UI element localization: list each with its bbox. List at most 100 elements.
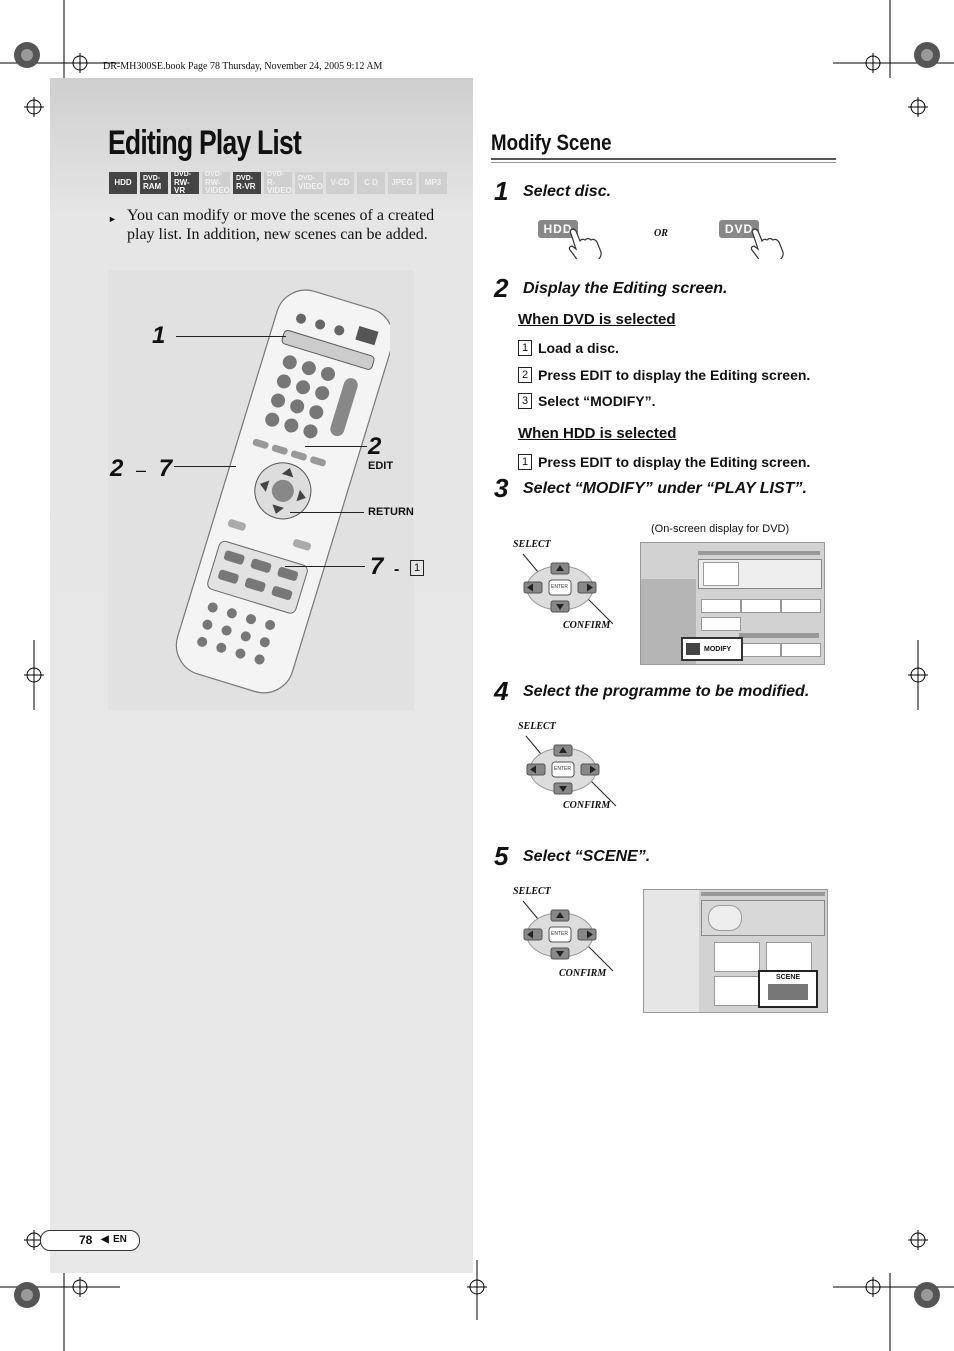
page-number-pill: 78 ◀ EN bbox=[40, 1230, 140, 1251]
badge-label: RAM bbox=[143, 182, 162, 191]
substep-number: 1 bbox=[518, 340, 532, 356]
menu-icon bbox=[701, 617, 741, 631]
badge-label: RW-VR bbox=[174, 178, 190, 195]
bullet-icon: ► bbox=[108, 214, 117, 224]
scene-label: SCENE bbox=[775, 974, 801, 981]
disc-badge: DVD-RW-VR bbox=[171, 171, 199, 195]
osd-note: (On-screen display for DVD) bbox=[651, 523, 790, 535]
step-2-text: Display the Editing screen. bbox=[523, 280, 728, 297]
remote-control-illustration bbox=[175, 289, 390, 694]
navigation-pad-icon bbox=[525, 735, 617, 807]
hand-press-icon bbox=[750, 228, 784, 259]
navigation-pad-icon bbox=[522, 900, 614, 972]
badge-prefix: DVD- bbox=[236, 175, 254, 182]
substep-text: Press EDIT to display the Editing screen… bbox=[538, 454, 811, 470]
thumbnail-icon bbox=[703, 562, 739, 586]
navigation-pad-icon bbox=[522, 553, 614, 625]
disc-badge: MP3 bbox=[419, 172, 447, 194]
badge-label: HDD bbox=[114, 178, 132, 187]
step-3-text: Select “MODIFY” under “PLAY LIST”. bbox=[523, 480, 807, 497]
osd-screen-scene: SCENE bbox=[643, 889, 828, 1013]
page-number: 78 bbox=[79, 1233, 93, 1247]
step-4-number: 4 bbox=[494, 676, 509, 706]
select-label: SELECT bbox=[513, 886, 551, 897]
badge-label: RW-VIDEO bbox=[205, 178, 230, 195]
callout-2-7-dash: – bbox=[136, 460, 147, 480]
dvd-substep-2: 2 Press EDIT to display the Editing scre… bbox=[518, 367, 810, 383]
confirm-label: CONFIRM bbox=[559, 968, 607, 979]
enter-label: ENTER bbox=[551, 584, 568, 590]
osd-bar bbox=[698, 551, 820, 555]
badge-prefix: DVD- bbox=[143, 175, 161, 182]
section-rule-thin bbox=[491, 162, 836, 163]
callout-2-7-end: 7 bbox=[158, 455, 173, 482]
callout-2-7: 2 – 7 bbox=[110, 455, 172, 483]
section-rule bbox=[491, 158, 836, 160]
disc-badge: DVD-VIDEO bbox=[295, 172, 323, 194]
intro-text: ► You can modify or move the scenes of a… bbox=[108, 206, 455, 244]
callout-7-box: 1 bbox=[410, 559, 425, 576]
menu-tile bbox=[714, 942, 760, 972]
enter-label: ENTER bbox=[551, 931, 568, 937]
osd-thumb-row bbox=[701, 900, 825, 936]
menu-icon bbox=[781, 599, 821, 613]
page-title: Editing Play List bbox=[108, 124, 302, 162]
menu-icon bbox=[741, 643, 781, 657]
menu-tile bbox=[766, 942, 812, 972]
substep-text: Load a disc. bbox=[538, 340, 619, 356]
substep-number: 3 bbox=[518, 393, 532, 409]
dvd-substep-3: 3 Select “MODIFY”. bbox=[518, 393, 655, 409]
disc-badge: DVD-R-VIDEO bbox=[264, 171, 292, 195]
language-code: EN bbox=[113, 1234, 127, 1245]
disc-badge: C D bbox=[357, 172, 385, 194]
hand-press-icon bbox=[568, 228, 602, 259]
menu-tile bbox=[714, 976, 760, 1006]
badge-prefix: DVD- bbox=[205, 171, 223, 178]
substep-number: 1 bbox=[518, 454, 532, 470]
menu-icon bbox=[781, 643, 821, 657]
callout-7: 7 - 1 bbox=[370, 553, 425, 581]
badge-label: JPEG bbox=[391, 178, 413, 187]
confirm-label: CONFIRM bbox=[563, 620, 611, 631]
dvd-substep-1: 1 Load a disc. bbox=[518, 340, 619, 356]
badge-prefix: DVD- bbox=[174, 171, 192, 178]
callout-2-line bbox=[305, 446, 367, 447]
callout-7-num: 7 bbox=[370, 553, 384, 580]
osd-bar bbox=[701, 892, 825, 896]
step-2-number: 2 bbox=[494, 273, 509, 303]
step-3-number: 3 bbox=[494, 473, 509, 503]
step-5-number: 5 bbox=[494, 841, 509, 871]
osd-thumb-row bbox=[698, 559, 822, 589]
intro-body: You can modify or move the scenes of a c… bbox=[127, 207, 435, 243]
substep-text: Select “MODIFY”. bbox=[538, 393, 656, 409]
return-label: RETURN bbox=[368, 506, 414, 518]
or-text: OR bbox=[654, 228, 668, 239]
osd-bar bbox=[739, 633, 819, 638]
osd-side-panel bbox=[644, 890, 699, 1012]
badge-label: R-VIDEO bbox=[267, 178, 292, 195]
scene-icon bbox=[768, 984, 808, 1000]
callout-7-line bbox=[285, 566, 365, 567]
callout-2: 2 bbox=[368, 433, 382, 460]
disc-badge: DVD-RAM bbox=[140, 172, 168, 194]
left-arrow-icon: ◀ bbox=[101, 1234, 109, 1245]
disc-badge: V-CD bbox=[326, 172, 354, 194]
badge-label: MP3 bbox=[424, 178, 442, 187]
edit-label: EDIT bbox=[368, 460, 394, 472]
callout-2-7-start: 2 bbox=[110, 455, 124, 482]
return-line bbox=[290, 512, 364, 513]
badge-prefix: DVD- bbox=[267, 171, 285, 178]
disc-badge: DVD-RW-VIDEO bbox=[202, 171, 230, 195]
badge-label: C D bbox=[364, 178, 378, 187]
hdd-selected-heading: When HDD is selected bbox=[518, 425, 677, 442]
badge-prefix: DVD- bbox=[298, 175, 316, 182]
modify-label: MODIFY bbox=[704, 645, 732, 653]
substep-number: 2 bbox=[518, 367, 532, 383]
disc-badge: HDD bbox=[109, 172, 137, 194]
badge-label: VIDEO bbox=[298, 182, 323, 191]
section-title: Modify Scene bbox=[491, 130, 612, 155]
scene-menu-item: SCENE bbox=[758, 970, 818, 1008]
select-label: SELECT bbox=[513, 539, 551, 550]
select-label: SELECT bbox=[518, 721, 556, 732]
